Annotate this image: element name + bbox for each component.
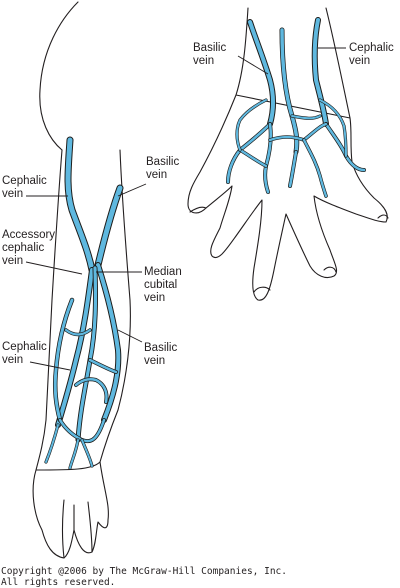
label-median-cubital-vein: Median cubital vein: [144, 266, 182, 304]
label-arm-cephalic-vein-lower: Cephalic vein: [2, 341, 47, 366]
copyright-notice: Copyright @2006 by The McGraw-Hill Compa…: [1, 566, 287, 588]
label-hand-basilic-vein: Basilic vein: [193, 42, 227, 67]
arm-outline: [32, 1, 131, 559]
label-arm-basilic-vein-lower: Basilic vein: [144, 342, 178, 367]
label-arm-basilic-vein-upper: Basilic vein: [146, 156, 180, 181]
leader-lines: [25, 47, 346, 371]
arm-veins: [44, 136, 124, 470]
hand-veins: [226, 17, 366, 198]
label-hand-cephalic-vein: Cephalic vein: [349, 42, 394, 67]
label-accessory-cephalic-vein: Accessory cephalic vein: [2, 229, 56, 267]
label-arm-cephalic-vein-upper: Cephalic vein: [2, 175, 47, 200]
